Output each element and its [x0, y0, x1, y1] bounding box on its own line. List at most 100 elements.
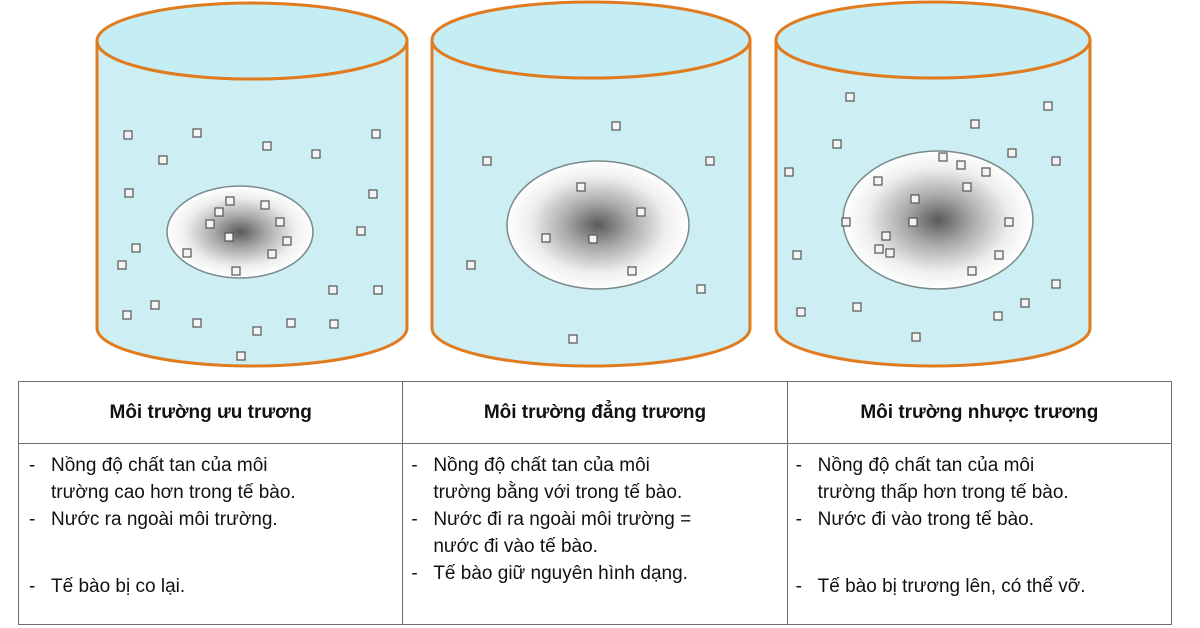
- solute-particle-icon: [845, 92, 855, 102]
- solute-particle-icon: [873, 176, 883, 186]
- solute-particle-icon: [956, 160, 966, 170]
- solute-particle-icon: [796, 307, 806, 317]
- solute-particle-icon: [131, 243, 141, 253]
- bullet-dash: -: [29, 455, 36, 476]
- solute-particle-icon: [267, 249, 277, 259]
- beaker-hypertonic: [95, 1, 409, 368]
- solute-particle-icon: [123, 130, 133, 140]
- solute-particle-icon: [1004, 217, 1014, 227]
- table-header-row: Môi trường ưu trương Môi trường đẳng trư…: [17, 381, 1173, 444]
- solute-particle-icon: [881, 231, 891, 241]
- solute-particle-icon: [908, 217, 918, 227]
- solute-particle-icon: [356, 226, 366, 236]
- solute-particle-icon: [967, 266, 977, 276]
- solute-particle-icon: [792, 250, 802, 260]
- solute-particle-icon: [541, 233, 551, 243]
- solute-particle-icon: [252, 326, 262, 336]
- solute-particle-icon: [224, 232, 234, 242]
- solute-particle-icon: [627, 266, 637, 276]
- solute-particle-icon: [576, 182, 586, 192]
- list-item: -Tế bào bị trương lên, có thể vỡ.: [796, 573, 1161, 600]
- solute-particle-icon: [911, 332, 921, 342]
- solute-particle-icon: [874, 244, 884, 254]
- comparison-table: Môi trường ưu trương Môi trường đẳng trư…: [17, 381, 1173, 625]
- solute-particle-icon: [371, 129, 381, 139]
- bullet-dash: -: [29, 509, 36, 530]
- solute-particle-icon: [994, 250, 1004, 260]
- list-item: -Tế bào giữ nguyên hình dạng.: [411, 560, 776, 587]
- solute-particle-icon: [275, 217, 285, 227]
- solute-particle-icon: [910, 194, 920, 204]
- bullet-dash: -: [795, 576, 802, 597]
- bullet-dash: -: [411, 563, 418, 584]
- cell-shrunken: [166, 185, 314, 279]
- solute-particle-icon: [122, 310, 132, 320]
- solute-particle-icon: [1020, 298, 1030, 308]
- solute-particle-icon: [286, 318, 296, 328]
- solute-particle-icon: [705, 156, 715, 166]
- list-item: -Nước đi ra ngoài môi trường =nước đi và…: [411, 506, 776, 560]
- bullet-dash: -: [411, 455, 418, 476]
- solute-particle-icon: [311, 149, 321, 159]
- solute-particle-icon: [885, 248, 895, 258]
- solute-particle-icon: [373, 285, 383, 295]
- solute-particle-icon: [150, 300, 160, 310]
- solute-particle-icon: [981, 167, 991, 177]
- solute-particle-icon: [466, 260, 476, 270]
- solute-particle-icon: [225, 196, 235, 206]
- solute-particle-icon: [938, 152, 948, 162]
- solute-particle-icon: [236, 351, 246, 361]
- solute-particle-icon: [282, 236, 292, 246]
- bullet-dash: -: [411, 509, 418, 530]
- solute-particle-icon: [117, 260, 127, 270]
- solute-particle-icon: [482, 156, 492, 166]
- solute-particle-icon: [328, 285, 338, 295]
- solute-particle-icon: [696, 284, 706, 294]
- solute-particle-icon: [1007, 148, 1017, 158]
- beaker-hypotonic: [774, 0, 1092, 368]
- solute-particle-icon: [993, 311, 1003, 321]
- solute-particle-icon: [832, 139, 842, 149]
- solute-particle-icon: [192, 128, 202, 138]
- solute-particles: [117, 92, 1061, 361]
- bullet-dash: -: [795, 455, 802, 476]
- solute-particle-icon: [970, 119, 980, 129]
- solute-particle-icon: [158, 155, 168, 165]
- beaker-isotonic: [430, 0, 752, 368]
- solute-particle-icon: [368, 189, 378, 199]
- list-item: -Nước ra ngoài môi trường.: [29, 506, 392, 533]
- solute-particle-icon: [124, 188, 134, 198]
- solute-particle-icon: [568, 334, 578, 344]
- solute-particle-icon: [852, 302, 862, 312]
- solute-particle-icon: [1051, 279, 1061, 289]
- solute-particle-icon: [1043, 101, 1053, 111]
- header-hypotonic: Môi trường nhược trương: [786, 381, 1173, 444]
- bullet-dash: -: [29, 576, 36, 597]
- solute-particle-icon: [192, 318, 202, 328]
- osmosis-diagram: [95, 0, 1092, 368]
- solute-particle-icon: [636, 207, 646, 217]
- solute-particle-icon: [784, 167, 794, 177]
- header-isotonic: Môi trường đẳng trương: [402, 381, 788, 444]
- solute-particle-icon: [214, 207, 224, 217]
- solute-particle-icon: [329, 319, 339, 329]
- solute-particle-icon: [205, 219, 215, 229]
- list-item: -Tế bào bị co lại.: [29, 573, 392, 600]
- solute-particle-icon: [588, 234, 598, 244]
- solute-particle-icon: [182, 248, 192, 258]
- solute-particle-icon: [1051, 156, 1061, 166]
- solute-particle-icon: [260, 200, 270, 210]
- list-item: -Nước đi vào trong tế bào.: [796, 506, 1161, 533]
- solute-particle-icon: [262, 141, 272, 151]
- bullet-dash: -: [795, 509, 802, 530]
- solute-particle-icon: [231, 266, 241, 276]
- header-hypertonic: Môi trường ưu trương: [17, 381, 404, 444]
- cell-normal: [506, 160, 690, 290]
